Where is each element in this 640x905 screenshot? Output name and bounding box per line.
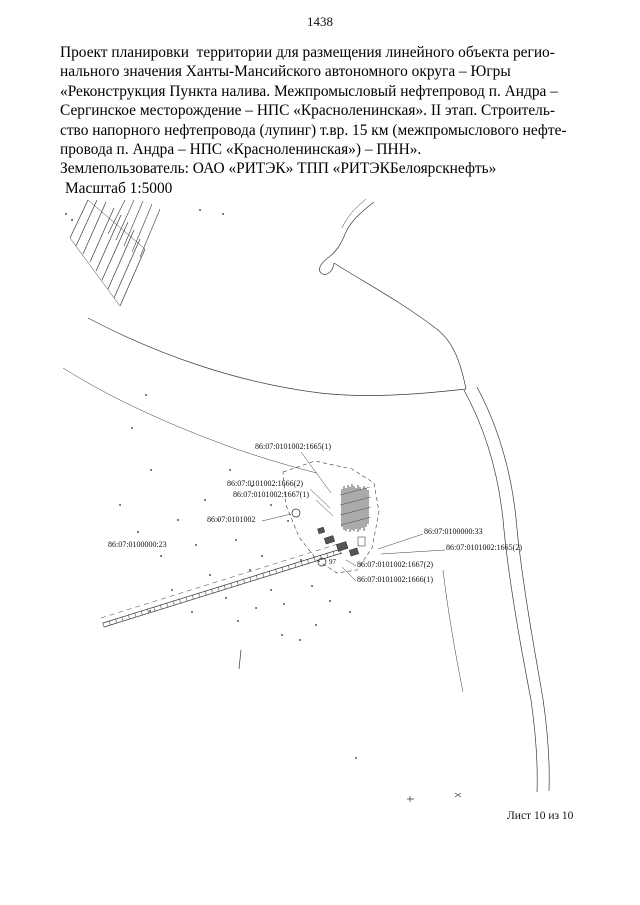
map-pipeline-corridor <box>100 543 343 628</box>
cadastral-label-1666-2: 86:07:0101002:1666(2) <box>227 479 303 488</box>
point-number-label: 97 <box>329 558 336 566</box>
map-vegetation-dots <box>65 209 357 759</box>
landowner-line: Землепользователь: ОАО «РИТЭК» ТПП «РИТЭ… <box>60 160 497 178</box>
survey-marker-circle <box>317 557 327 567</box>
map-parcel-boundary <box>282 460 380 574</box>
survey-marker-circle <box>291 508 301 518</box>
cadastral-label-1665-1: 86:07:0101002:1665(1) <box>255 442 331 451</box>
cadastral-label-33: 86:07:0100000:33 <box>424 527 483 536</box>
map-misc-marks <box>238 649 462 802</box>
map-leader-lines <box>261 451 446 582</box>
map-hatch-band-topleft <box>69 199 146 307</box>
cadastral-label-quarter: 86:07:0101002 <box>207 515 256 524</box>
paragraph-line-4: Сергинское месторождение – НПС «Красноле… <box>60 102 556 120</box>
cadastral-label-23: 86:07:0100000:23 <box>108 540 167 549</box>
cadastral-label-1667-2: 86:07:0101002:1667(2) <box>357 560 433 569</box>
cadastral-label-1666-1: 86:07:0101002:1666(1) <box>357 575 433 584</box>
page-number: 1438 <box>307 14 333 29</box>
cadastral-label-1667-1: 86:07:0101002:1667(1) <box>233 490 309 499</box>
sheet-label: Лист 10 из 10 <box>507 810 574 822</box>
paragraph-line-3: «Реконструкция Пункта налива. Межпромысл… <box>60 82 558 100</box>
paragraph-line-1: Проект планировки территории для размеще… <box>60 44 555 61</box>
paragraph-line-5: ство напорного нефтепровода (лупинг) т.в… <box>60 121 567 139</box>
map-facility-hatch <box>339 484 372 532</box>
scale-line: Масштаб 1:5000 <box>65 179 173 197</box>
map-contour-curves <box>62 198 467 474</box>
map-hatch-band-topleft-2 <box>107 199 161 258</box>
cadastral-label-1665-2: 86:07:0101002:1665(2) <box>446 543 522 552</box>
title-paragraph: Проект планировки территории для размеще… <box>60 43 588 198</box>
paragraph-line-2: нального значения Ханты-Мансийского авто… <box>60 63 511 81</box>
map-right-road <box>442 386 550 793</box>
paragraph-line-6: провода п. Андра – НПС «Красноленинская»… <box>60 141 422 159</box>
map-facility-buildings <box>317 526 366 557</box>
